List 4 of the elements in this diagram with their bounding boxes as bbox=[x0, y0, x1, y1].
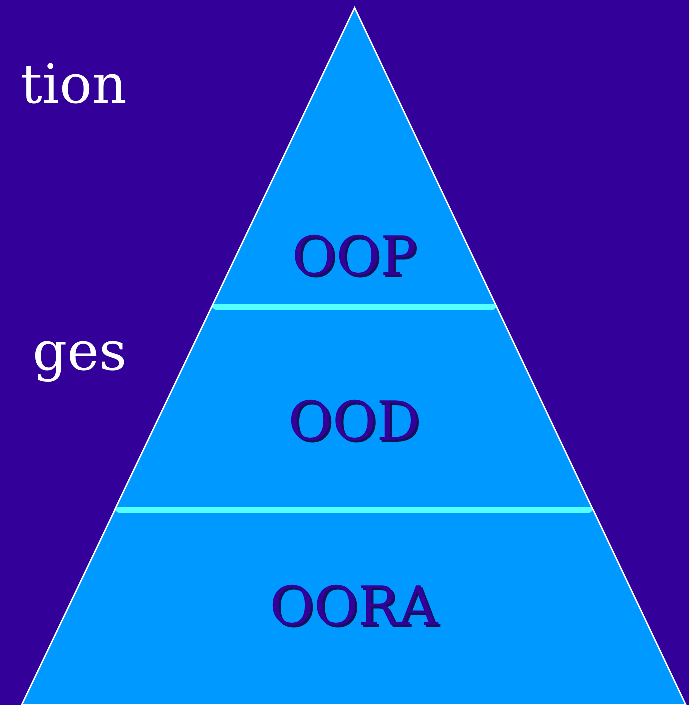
layer-label: OORA bbox=[268, 580, 440, 634]
cut-off-text: tion bbox=[20, 58, 127, 112]
layer-label: OOP bbox=[291, 230, 418, 284]
layer-label: OOD bbox=[287, 395, 422, 449]
